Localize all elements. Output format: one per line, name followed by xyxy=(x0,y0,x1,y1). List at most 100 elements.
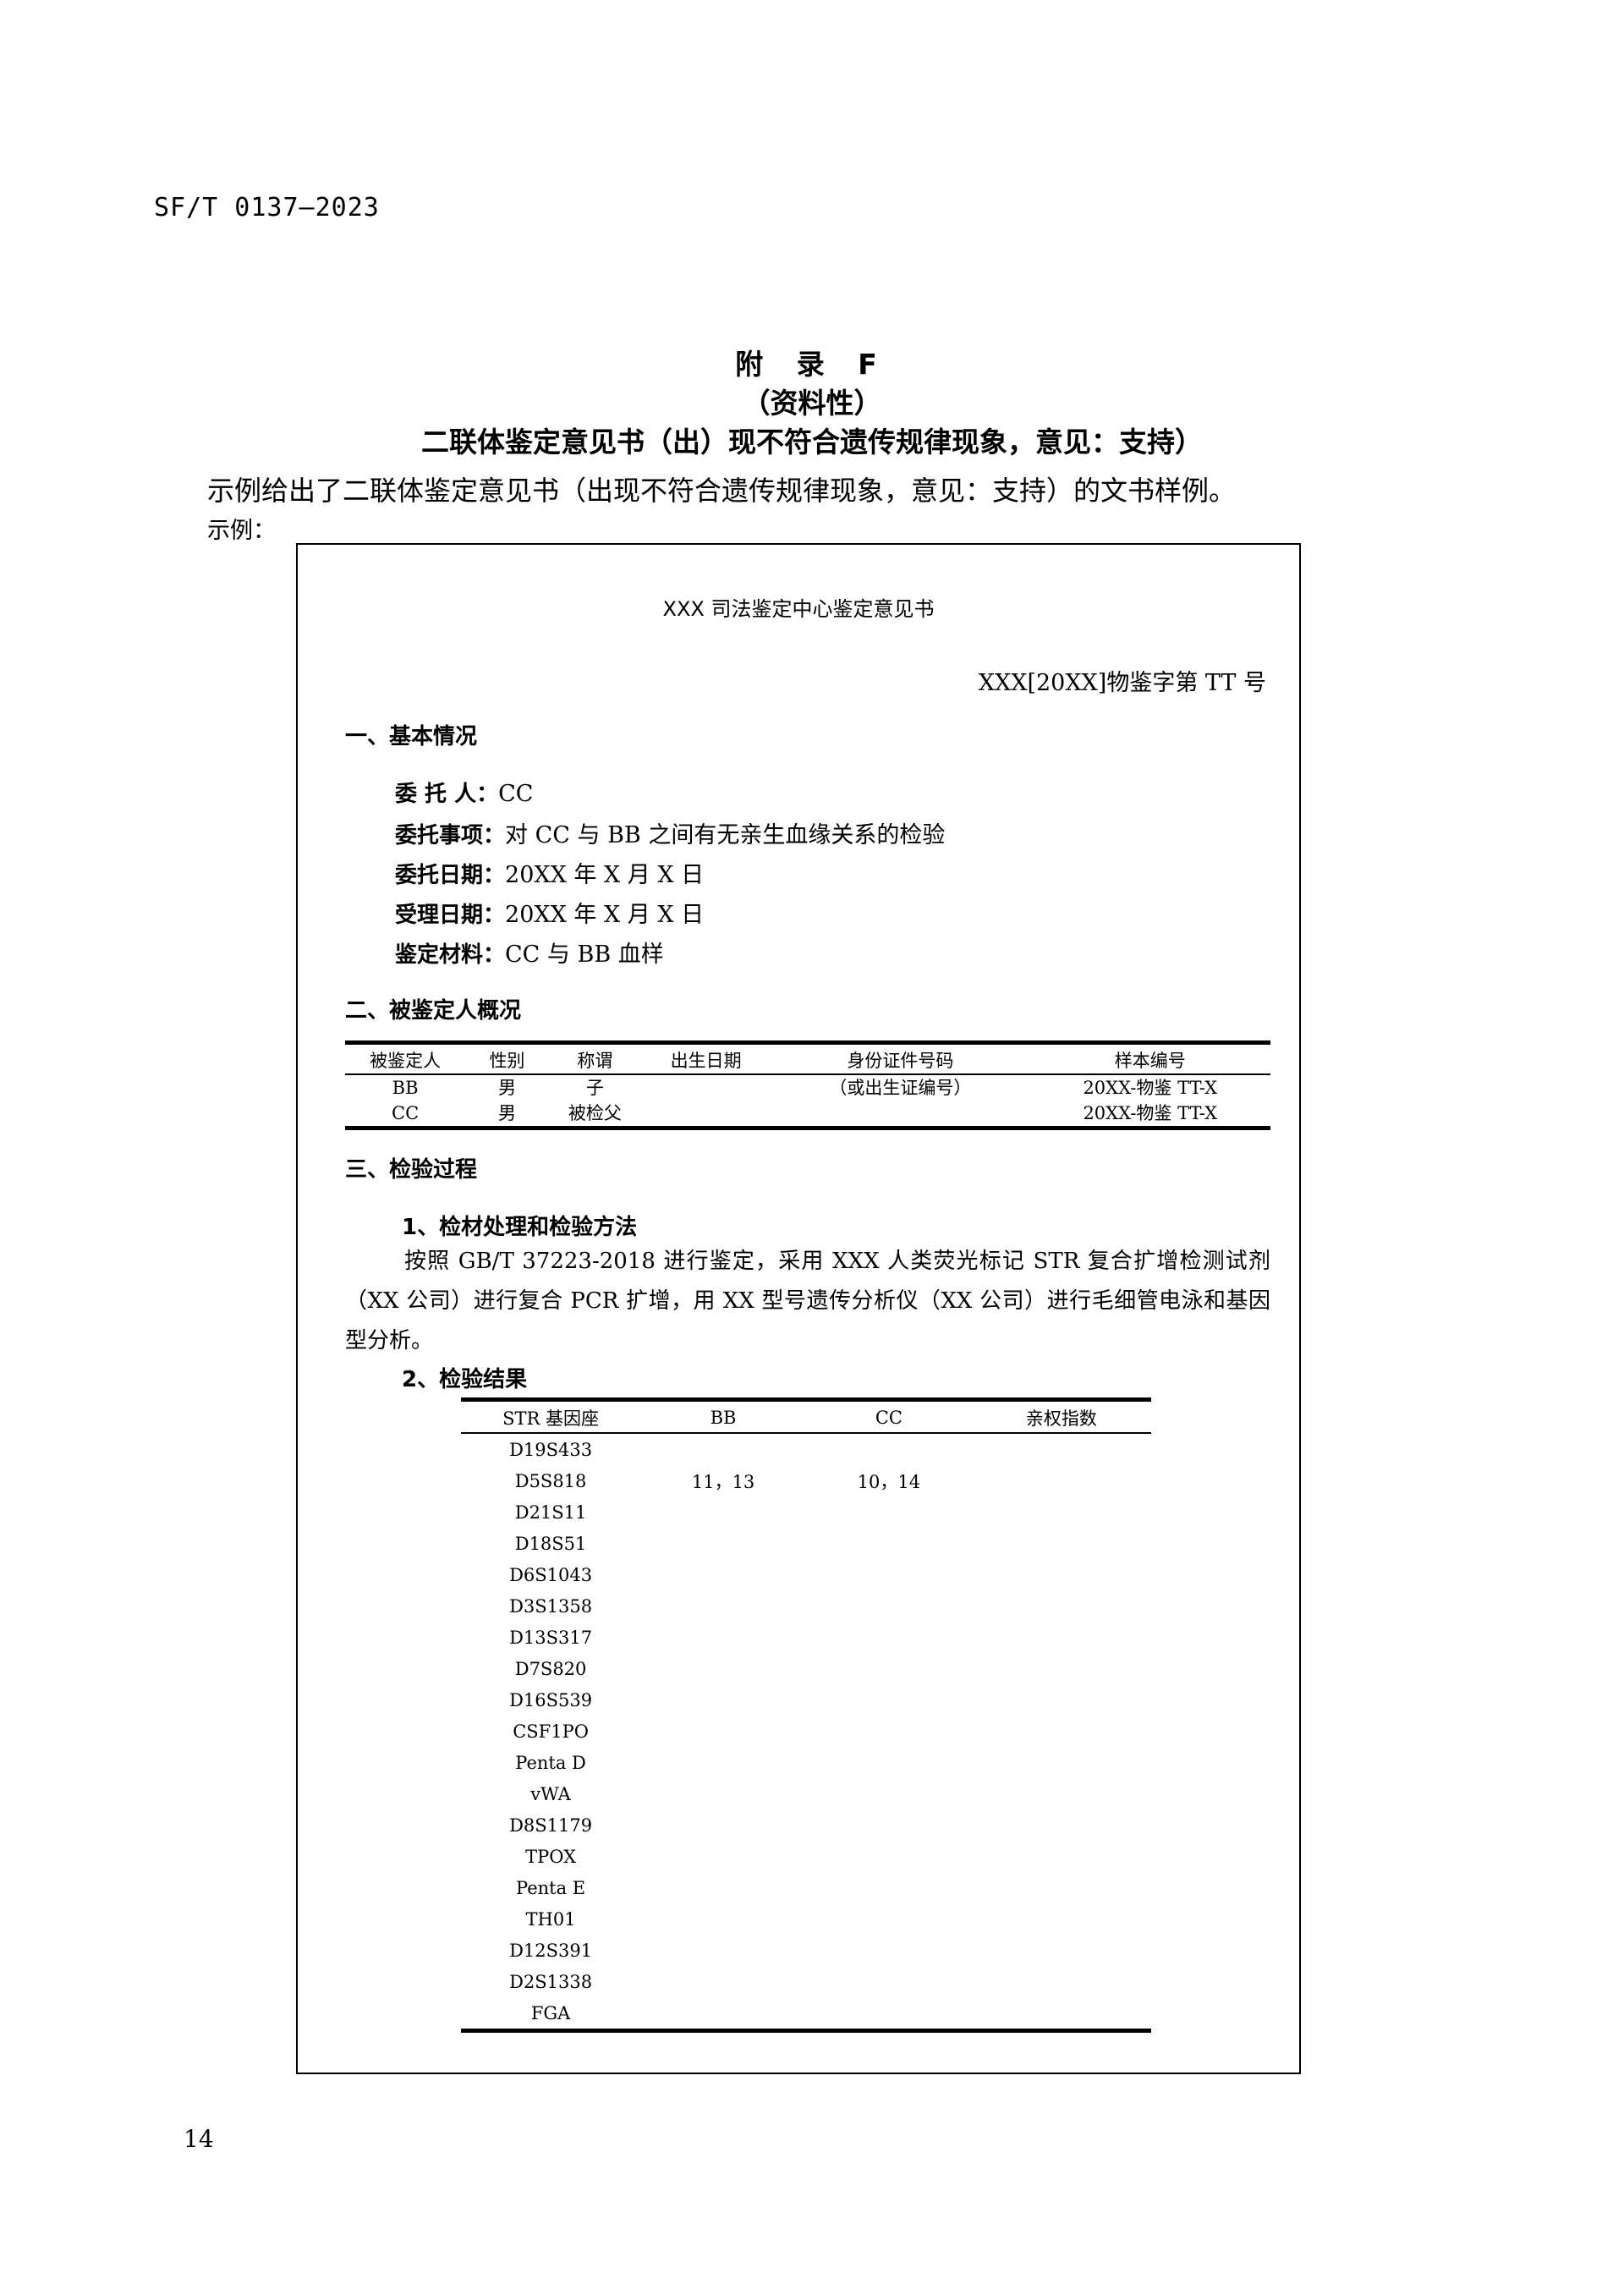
table-cell xyxy=(640,1528,806,1559)
table-cell xyxy=(806,1496,972,1528)
column-header: BB xyxy=(640,1399,806,1434)
table-cell: Penta D xyxy=(515,1752,586,1773)
results-body: D19S433 D5S818 11，13 10，14 D21S11 D18S51 D… xyxy=(461,1433,1151,2031)
table-cell xyxy=(640,1997,806,2031)
column-header: 亲权指数 xyxy=(971,1399,1151,1434)
table-cell xyxy=(640,1903,806,1935)
table-cell: 20XX-物鉴 TT-X xyxy=(1083,1078,1218,1098)
basic-row: 委托日期：20XX 年 X 月 X 日 xyxy=(395,856,704,889)
results-table: STR 基因座 BB CC 亲权指数 D19S433 D5S818 11，13 10… xyxy=(461,1397,1151,2033)
table-cell: Penta E xyxy=(516,1877,586,1898)
table-cell xyxy=(972,1997,1151,2031)
table-cell xyxy=(972,1841,1151,1872)
table-row: D18S51 xyxy=(461,1528,1151,1559)
basic-label: 委托日期： xyxy=(395,863,506,888)
table-row: Penta E xyxy=(461,1872,1151,1903)
table-cell xyxy=(972,1433,1151,1465)
table-cell: 10，14 xyxy=(857,1471,921,1492)
table-cell xyxy=(806,1716,972,1747)
method-paragraph: 按照 GB/T 37223-2018 进行鉴定，采用 XXX 人类荧光标记 ST… xyxy=(345,1249,1270,1353)
table-cell: D5S818 xyxy=(514,1470,587,1491)
table-cell: D13S317 xyxy=(509,1627,593,1648)
table-cell xyxy=(640,1590,806,1622)
table-cell: D21S11 xyxy=(514,1502,587,1523)
table-cell: TH01 xyxy=(525,1908,576,1930)
table-cell xyxy=(640,1559,806,1590)
column-header: 身份证件号码 xyxy=(771,1042,1030,1075)
table-cell: CSF1PO xyxy=(513,1721,589,1742)
document-number: XXX[20XX]物鉴字第 TT 号 xyxy=(978,670,1266,696)
standard-code: SF/T 0137—2023 xyxy=(154,193,380,222)
table-cell xyxy=(972,1935,1151,1966)
table-cell xyxy=(640,1653,806,1684)
section-process: 三、检验过程 xyxy=(345,1157,478,1183)
table-cell xyxy=(806,1809,972,1841)
persons-table: 被鉴定人 性别 称谓 出生日期 身份证件号码 样本编号 BB 男 子 （或出生证… xyxy=(345,1040,1270,1130)
basic-row: 委托事项：对 CC 与 BB 之间有无亲生血缘关系的检验 xyxy=(395,816,945,849)
table-row: D2S1338 xyxy=(461,1966,1151,1997)
table-cell xyxy=(972,1622,1151,1653)
table-cell xyxy=(806,1747,972,1778)
table-cell xyxy=(806,1997,972,2031)
table-cell: D18S51 xyxy=(514,1533,587,1554)
table-cell xyxy=(972,1559,1151,1590)
table-row: D19S433 xyxy=(461,1433,1151,1465)
table-cell: 11，13 xyxy=(691,1471,755,1492)
table-row: vWA xyxy=(461,1778,1151,1809)
table-cell: D6S1043 xyxy=(509,1564,593,1585)
section-persons: 二、被鉴定人概况 xyxy=(345,998,522,1024)
table-row: D8S1179 xyxy=(461,1809,1151,1841)
table-cell xyxy=(806,1528,972,1559)
table-row: D5S818 11，13 10，14 xyxy=(461,1465,1151,1496)
table-cell xyxy=(806,1966,972,1997)
table-cell xyxy=(641,1101,771,1128)
table-cell: CC xyxy=(392,1103,420,1123)
table-cell: D2S1338 xyxy=(509,1971,593,1992)
table-header-row: STR 基因座 BB CC 亲权指数 xyxy=(461,1399,1151,1434)
table-cell xyxy=(972,1778,1151,1809)
intro-text: 示例给出了二联体鉴定意见书（出现不符合遗传规律现象，意见：支持）的文书样例。 xyxy=(207,475,1237,507)
basic-value: CC xyxy=(498,781,534,807)
table-cell xyxy=(972,1653,1151,1684)
column-header: STR 基因座 xyxy=(461,1399,641,1434)
example-label: 示例： xyxy=(207,518,276,544)
appendix-subtitle: （资料性） xyxy=(742,387,882,420)
column-header: CC xyxy=(805,1399,972,1434)
table-row: Penta D xyxy=(461,1747,1151,1778)
column-header: 称谓 xyxy=(548,1042,642,1075)
table-cell xyxy=(640,1872,806,1903)
table-cell xyxy=(806,1653,972,1684)
table-cell xyxy=(972,1716,1151,1747)
basic-value: 20XX 年 X 月 X 日 xyxy=(505,902,705,928)
table-row: D13S317 xyxy=(461,1622,1151,1653)
basic-value: CC 与 BB 血样 xyxy=(505,942,664,968)
appendix-heading: 二联体鉴定意见书（出）现不符合遗传规律现象，意见：支持） xyxy=(421,426,1203,458)
table-cell: D3S1358 xyxy=(509,1595,593,1617)
table-cell xyxy=(806,1841,972,1872)
table-cell xyxy=(806,1433,972,1465)
table-cell: TPOX xyxy=(525,1846,577,1867)
table-cell: D7S820 xyxy=(514,1658,587,1679)
table-cell xyxy=(640,1716,806,1747)
table-row: TPOX xyxy=(461,1841,1151,1872)
column-header: 出生日期 xyxy=(641,1042,771,1075)
table-row: FGA xyxy=(461,1997,1151,2031)
table-cell xyxy=(806,1872,972,1903)
page-number: 14 xyxy=(184,2125,214,2153)
table-cell xyxy=(771,1101,1029,1128)
table-cell xyxy=(640,1966,806,1997)
table-cell xyxy=(972,1528,1151,1559)
basic-label: 鉴定材料： xyxy=(395,942,506,968)
document-title: XXX 司法鉴定中心鉴定意见书 xyxy=(662,597,935,621)
table-cell xyxy=(640,1809,806,1841)
table-cell xyxy=(640,1622,806,1653)
table-header-row: 被鉴定人 性别 称谓 出生日期 身份证件号码 样本编号 xyxy=(345,1042,1270,1075)
table-cell xyxy=(806,1935,972,1966)
table-cell: （或出生证编号） xyxy=(829,1078,972,1098)
table-row: CSF1PO xyxy=(461,1716,1151,1747)
table-cell xyxy=(972,1903,1151,1935)
table-cell xyxy=(806,1622,972,1653)
table-row: D12S391 xyxy=(461,1935,1151,1966)
table-cell xyxy=(806,1559,972,1590)
table-row: CC 男 被检父 20XX-物鉴 TT-X xyxy=(345,1101,1270,1128)
